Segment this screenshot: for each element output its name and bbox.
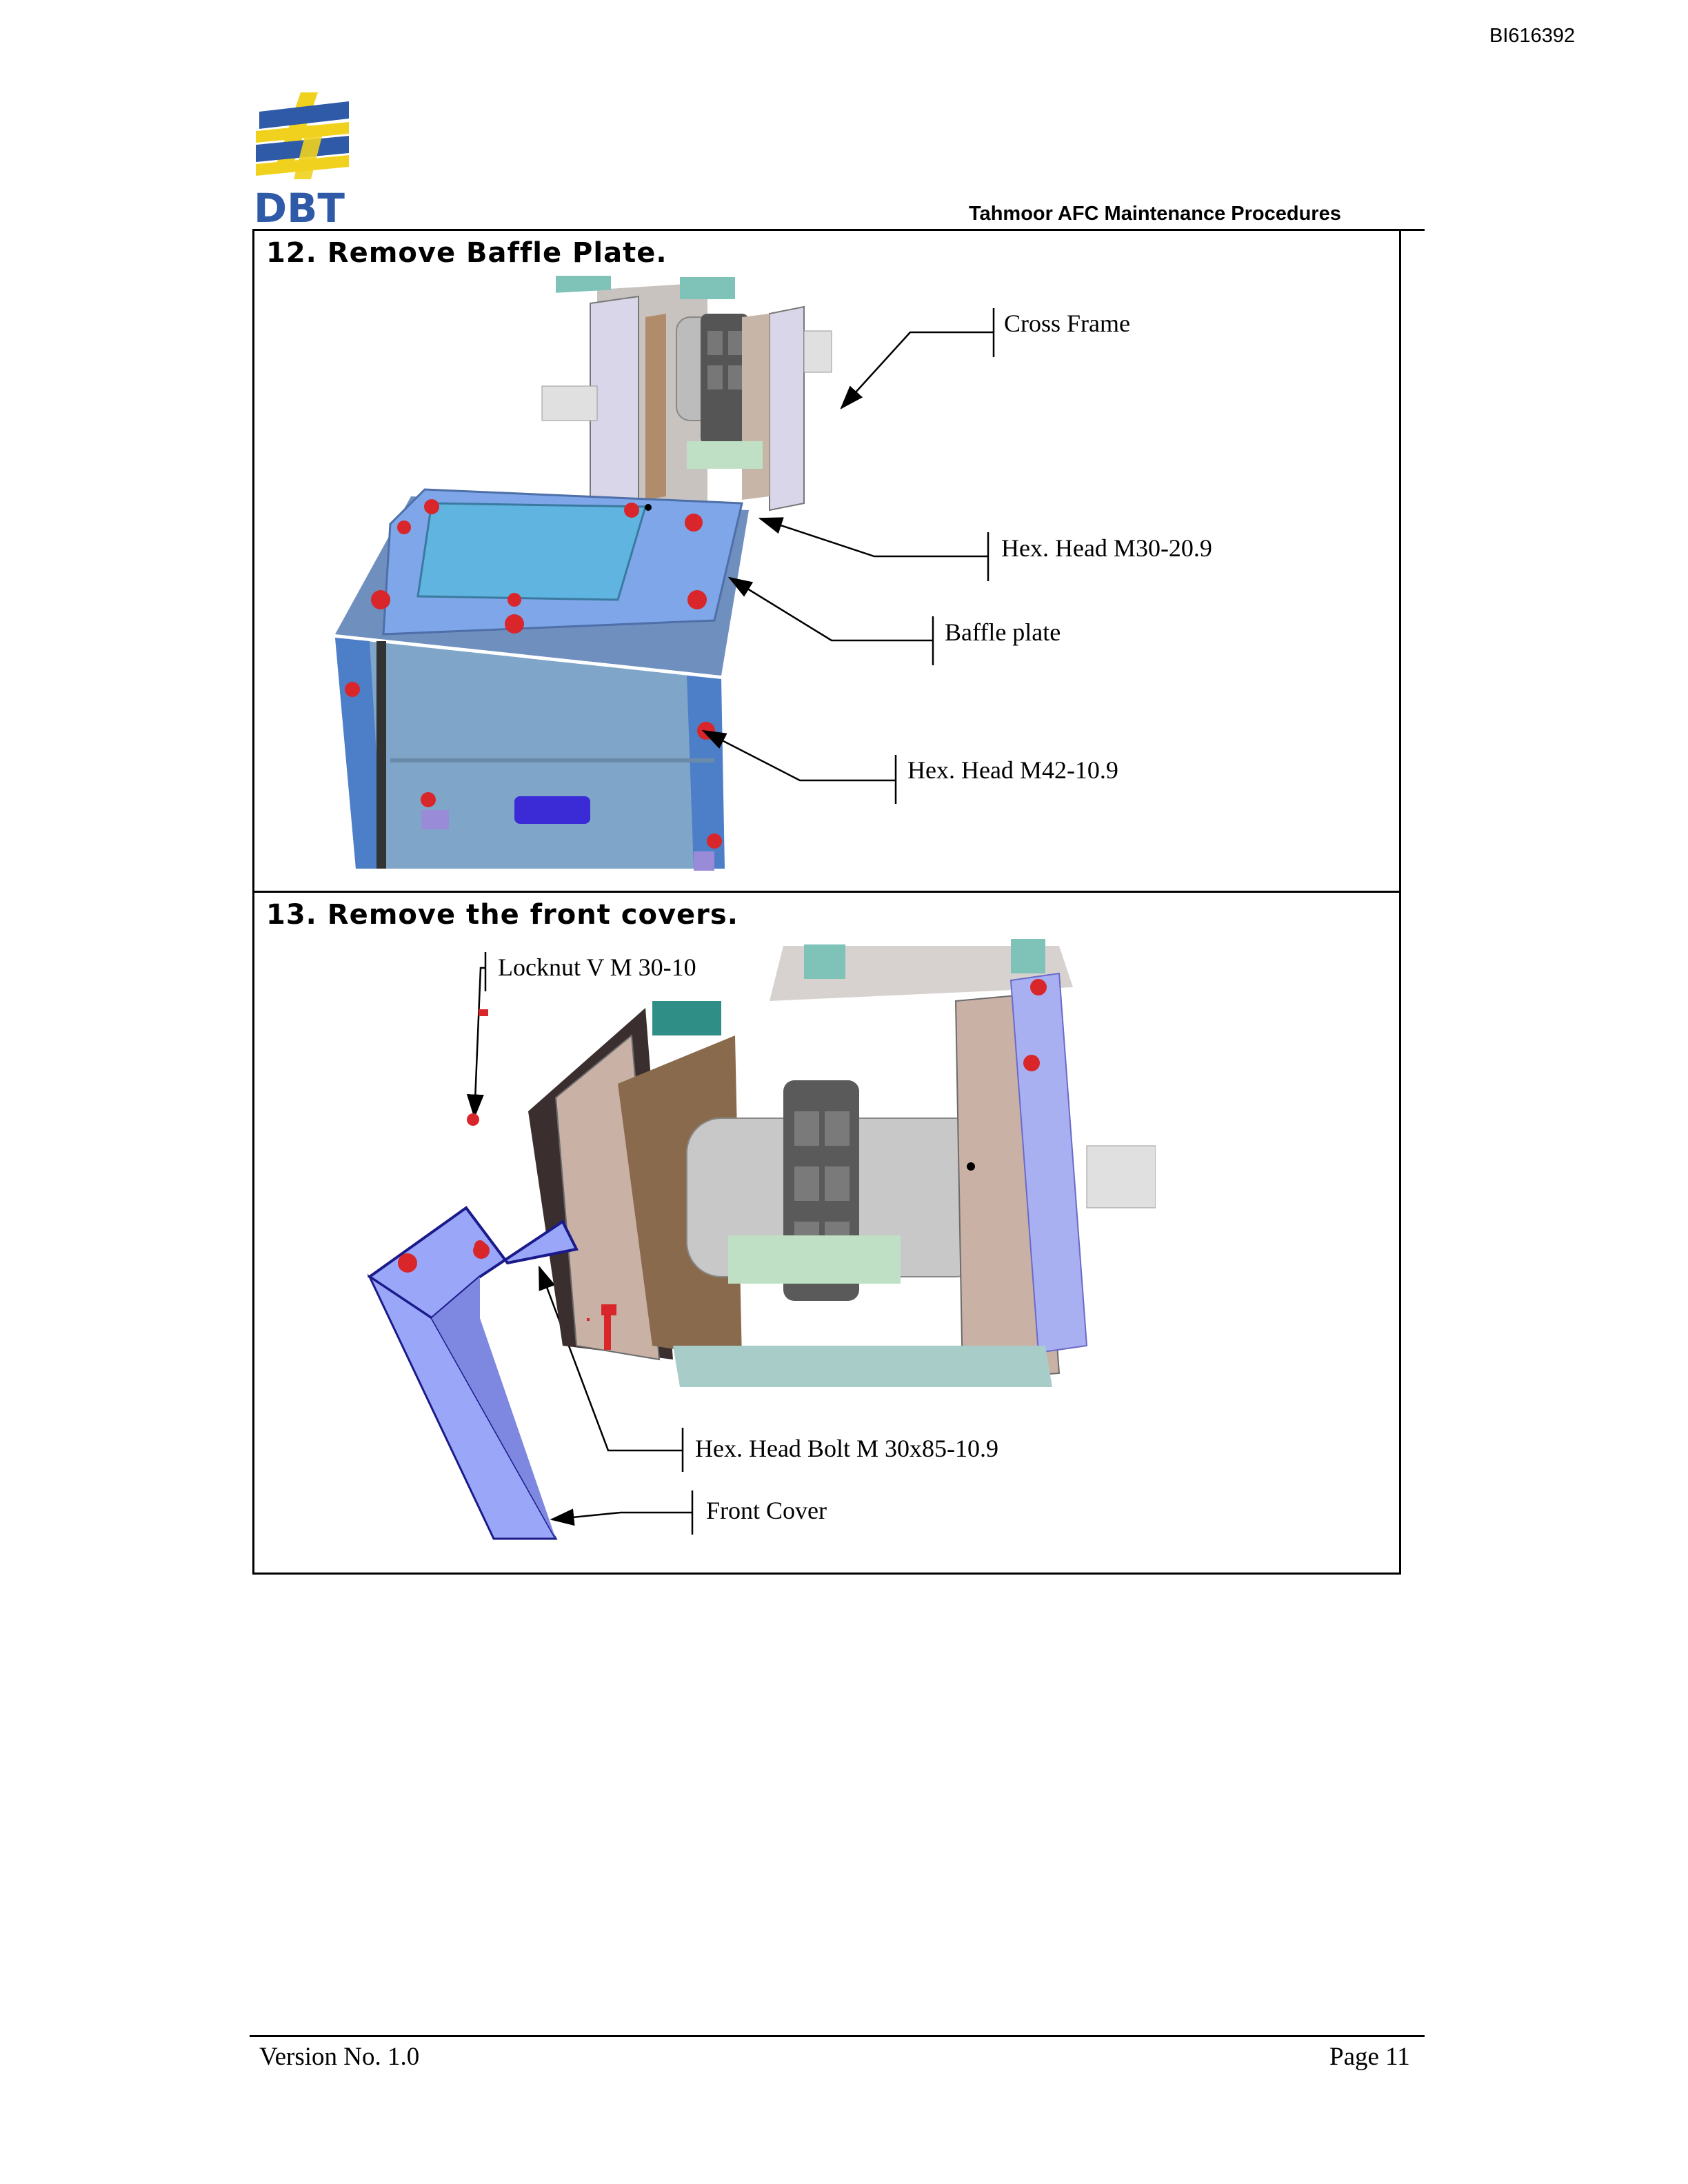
label-hex-head-m30: Hex. Head M30-20.9 (1001, 534, 1212, 562)
label-hex-head-m42: Hex. Head M42-10.9 (907, 756, 1118, 784)
dbt-logo: DBT (252, 91, 356, 232)
label-locknut: Locknut V M 30-10 (498, 953, 696, 981)
footer-page-number: Page 11 (1329, 2043, 1410, 2071)
document-id: BI616392 (1489, 25, 1576, 47)
label-front-cover: Front Cover (706, 1497, 827, 1524)
baffle-plate-illustration (335, 276, 832, 871)
label-cross-frame: Cross Frame (1004, 310, 1130, 337)
logo-text: DBT (254, 185, 345, 229)
step-divider (252, 891, 1401, 893)
footer-rule (250, 2035, 1425, 2037)
label-hex-head-bolt: Hex. Head Bolt M 30x85-10.9 (695, 1435, 998, 1462)
footer-version: Version No. 1.0 (259, 2043, 420, 2071)
steps-table (252, 230, 1401, 1575)
step-12-heading: 12. Remove Baffle Plate. (266, 237, 667, 269)
header-rule (252, 229, 1425, 231)
front-covers-illustration (367, 939, 1156, 1540)
header-title: Tahmoor AFC Maintenance Procedures (969, 203, 1341, 225)
step-13-heading: 13. Remove the front covers. (266, 899, 738, 931)
label-baffle-plate: Baffle plate (945, 618, 1061, 646)
